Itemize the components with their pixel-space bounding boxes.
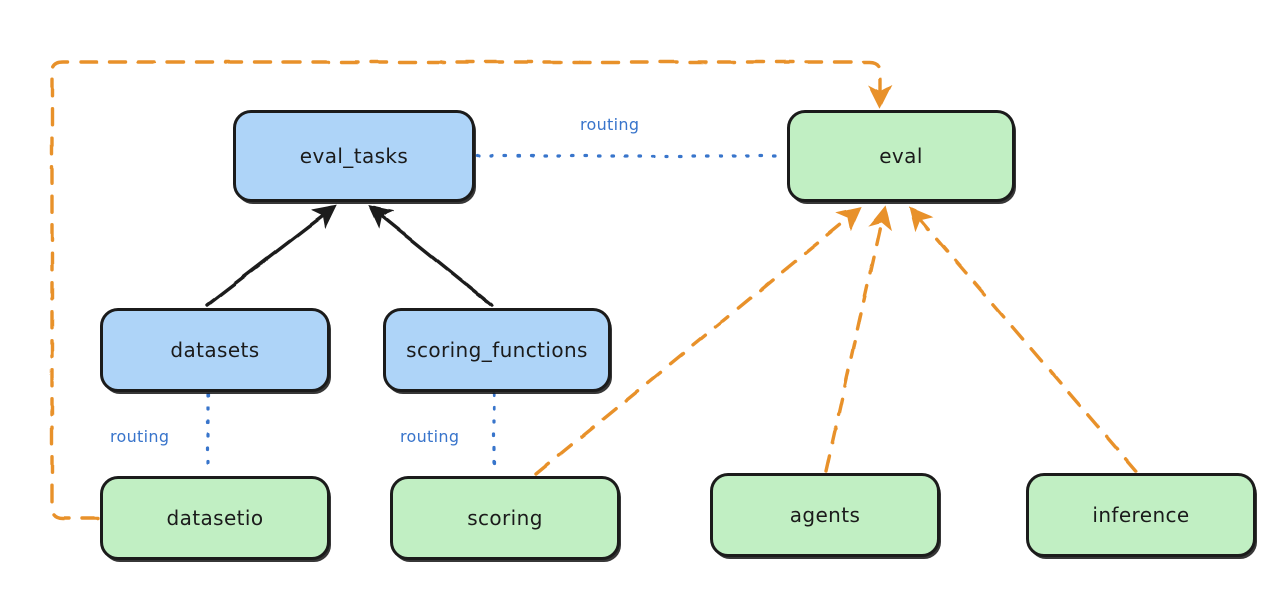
node-scoring[interactable]: scoring bbox=[390, 476, 620, 560]
edge-datasets-to-eval-tasks bbox=[205, 205, 337, 307]
node-agents[interactable]: agents bbox=[710, 473, 940, 557]
edge-agents-to-eval bbox=[824, 205, 892, 473]
node-label-scoring: scoring bbox=[467, 506, 543, 530]
node-inference[interactable]: inference bbox=[1026, 473, 1256, 557]
node-datasets[interactable]: datasets bbox=[100, 308, 330, 392]
node-label-datasets: datasets bbox=[170, 338, 260, 362]
node-label-eval-tasks: eval_tasks bbox=[299, 144, 409, 168]
node-label-eval: eval bbox=[879, 144, 923, 168]
node-eval[interactable]: eval bbox=[787, 110, 1015, 202]
edge-label-routing-scoring: routing bbox=[400, 427, 460, 446]
node-datasetio[interactable]: datasetio bbox=[100, 476, 330, 560]
node-eval-tasks[interactable]: eval_tasks bbox=[233, 110, 475, 202]
edge-scoring-functions-to-eval-tasks bbox=[368, 205, 494, 307]
node-scoring-functions[interactable]: scoring_functions bbox=[383, 308, 611, 392]
node-label-scoring-functions: scoring_functions bbox=[406, 338, 588, 362]
edge-label-routing-eval-tasks: routing bbox=[580, 115, 640, 134]
edge-label-routing-datasets: routing bbox=[110, 427, 170, 446]
node-label-datasetio: datasetio bbox=[166, 506, 264, 530]
node-label-agents: agents bbox=[789, 503, 861, 527]
edge-inference-to-eval bbox=[908, 206, 1138, 473]
node-label-inference: inference bbox=[1092, 503, 1190, 527]
